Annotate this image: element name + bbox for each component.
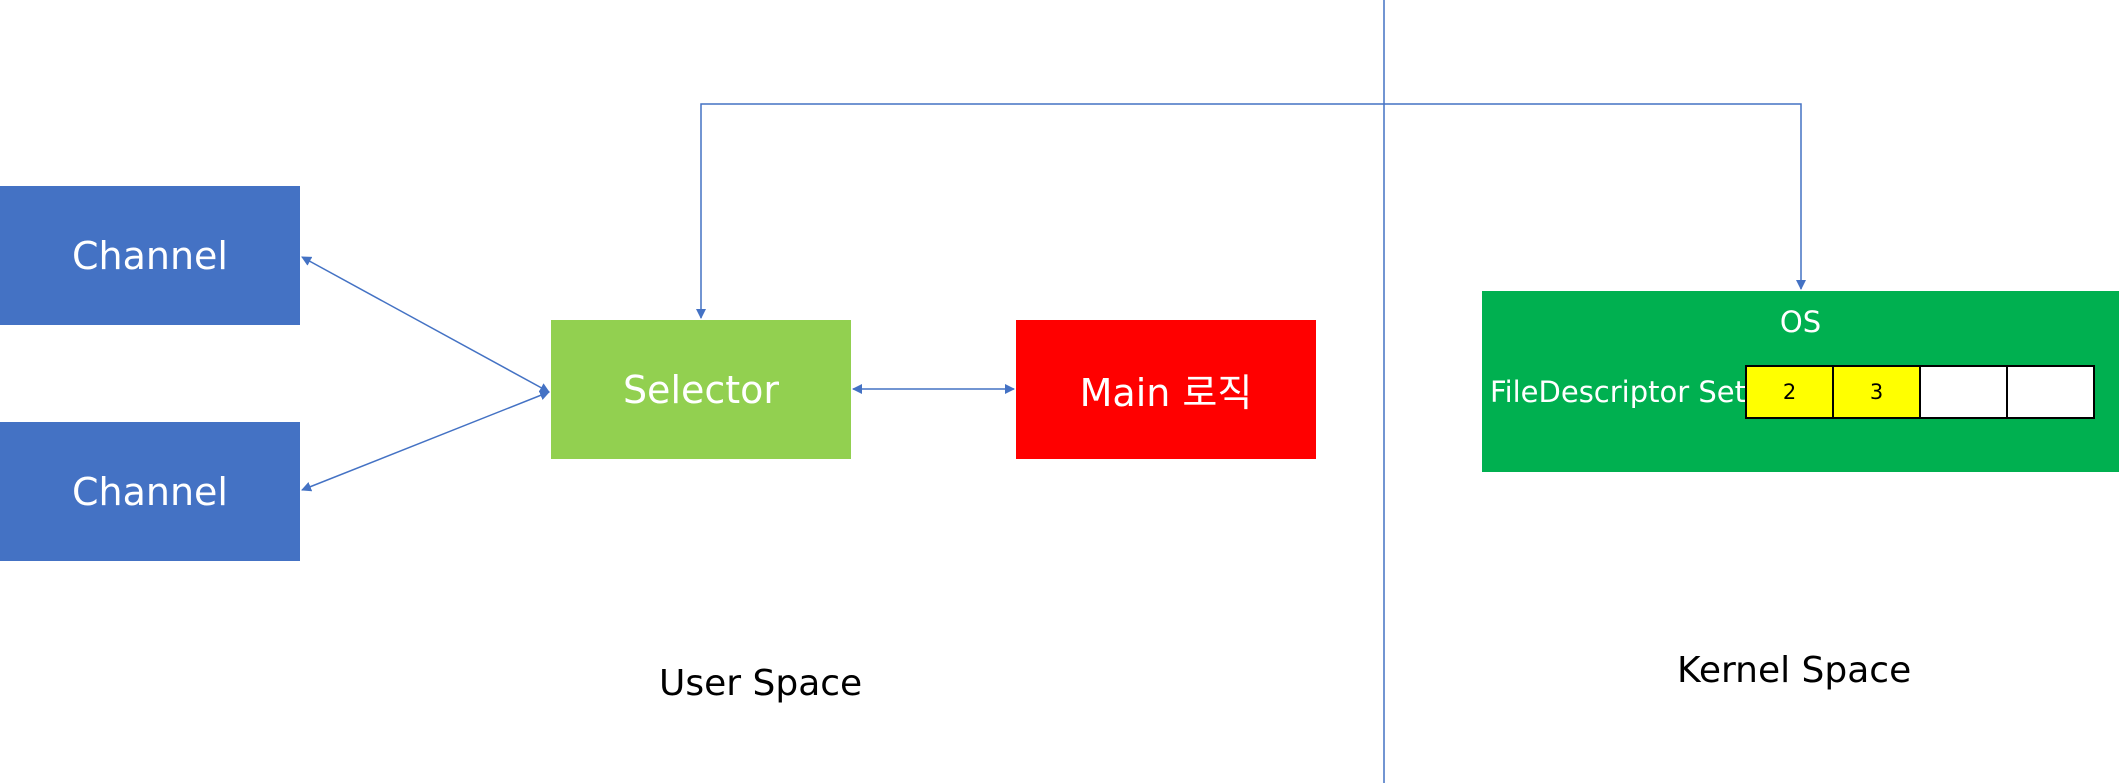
os-title: OS bbox=[1779, 305, 1822, 339]
channel-2-label: Channel bbox=[71, 469, 228, 514]
selector-box: Selector bbox=[551, 320, 851, 459]
main-logic-box: Main 로직 bbox=[1016, 320, 1316, 459]
channel-box-1: Channel bbox=[0, 186, 300, 325]
channel-box-2: Channel bbox=[0, 422, 300, 561]
fd-set-cells: 2 3 bbox=[1745, 365, 2095, 419]
fd-cell: 3 bbox=[1832, 365, 1921, 419]
kernel-space-label: Kernel Space bbox=[1677, 650, 1912, 691]
arrow-selector-os bbox=[696, 103, 1806, 319]
os-box: OS FileDescriptor Set 2 3 bbox=[1482, 291, 2119, 472]
fd-cell bbox=[1919, 365, 2008, 419]
main-logic-label: Main 로직 bbox=[1079, 371, 1253, 415]
fd-cell: 2 bbox=[1745, 365, 1834, 419]
fd-cell bbox=[2006, 365, 2095, 419]
channel-1-label: Channel bbox=[71, 233, 228, 278]
selector-label: Selector bbox=[622, 367, 780, 412]
fd-set-label: FileDescriptor Set bbox=[1490, 375, 1747, 409]
user-space-label: User Space bbox=[659, 663, 863, 704]
arrow-channel1-selector bbox=[301, 256, 550, 393]
arrow-channel2-selector bbox=[301, 390, 550, 492]
